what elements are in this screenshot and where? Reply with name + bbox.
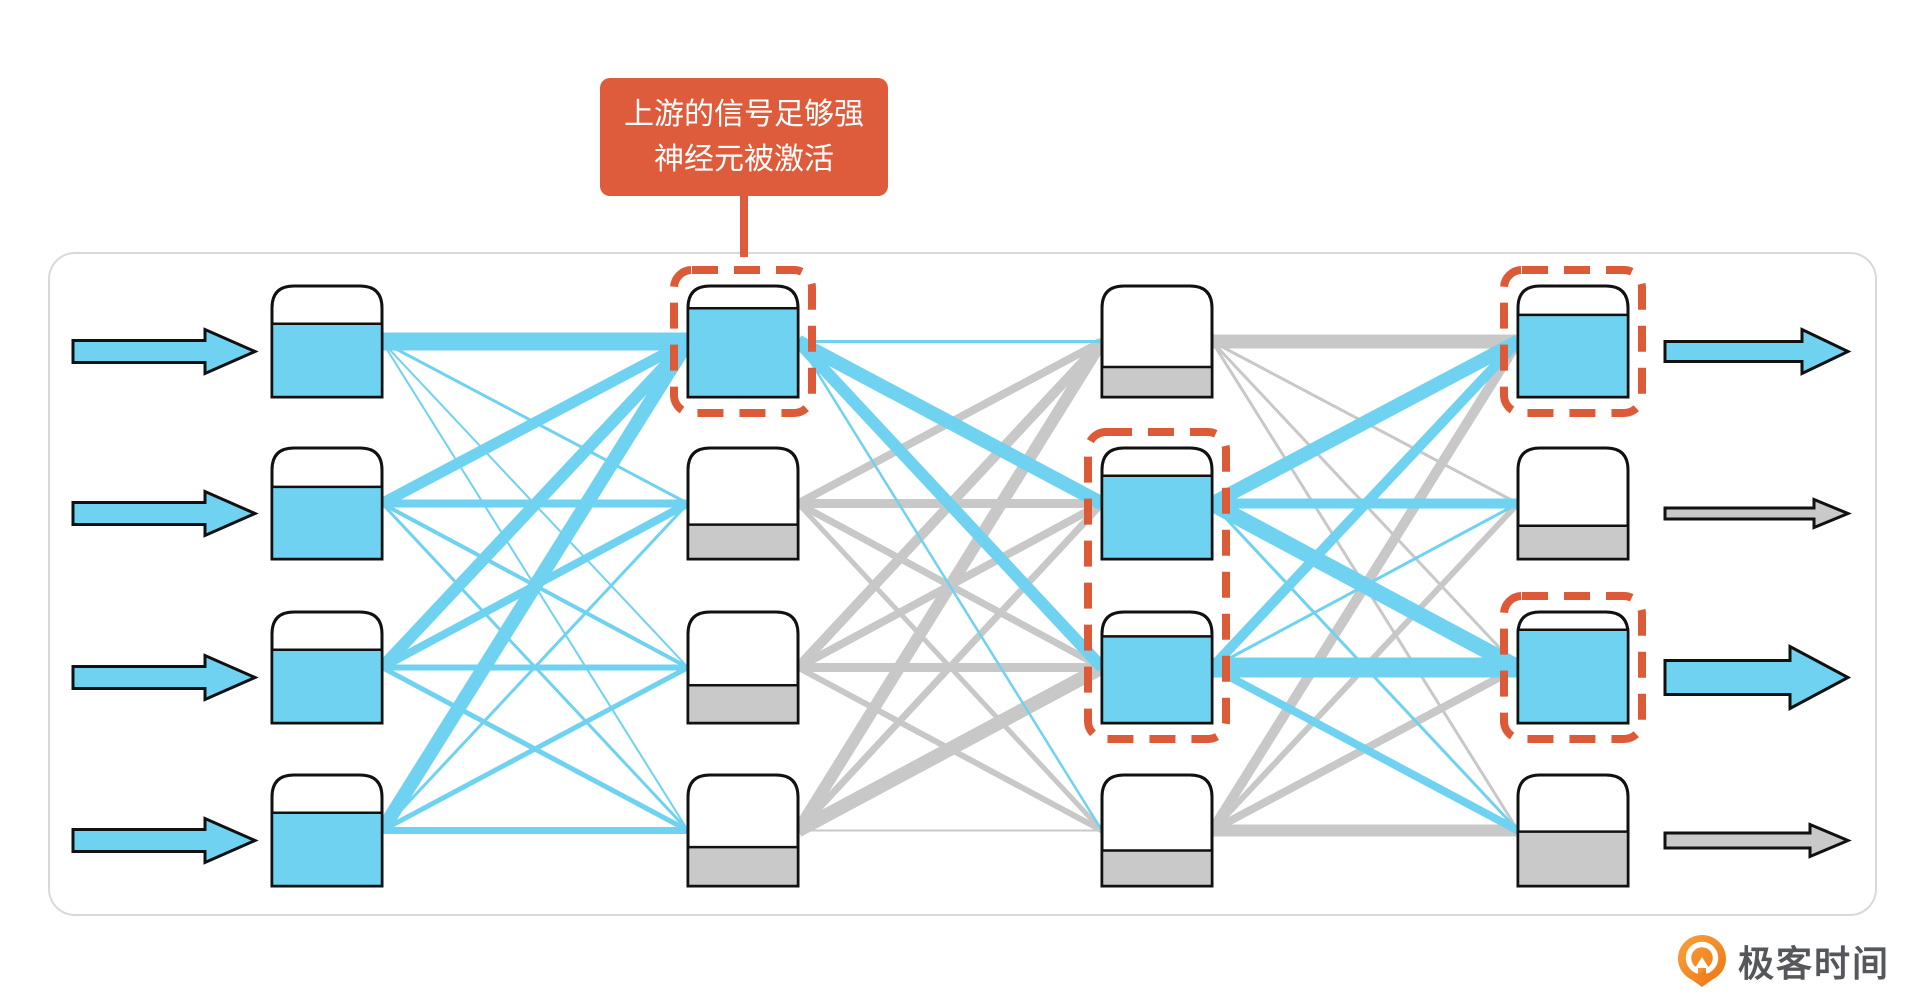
- neuron-hidden-layer-2-2: [1100, 446, 1214, 561]
- edge-l0n0-l1n3: [381, 340, 689, 832]
- activation-level-high: [1100, 474, 1214, 561]
- activation-level-high: [270, 648, 384, 725]
- edge-l1n0-l2n2: [793, 337, 1107, 672]
- output-arrow-3: [1663, 643, 1852, 712]
- edge-l1n0-l2n1: [794, 335, 1106, 510]
- neuron-hidden-layer-2-4: [1100, 773, 1214, 888]
- neuron-hidden-layer-1-3: [686, 610, 800, 725]
- highlight-box-hidden-layer-1: [670, 266, 816, 417]
- activation-level-low: [1100, 849, 1214, 888]
- edge-l1n3-l2n1: [795, 501, 1105, 833]
- neuron-hidden-layer-1-2: [686, 446, 800, 561]
- activation-level-high: [270, 485, 384, 561]
- neuron-hidden-layer-1-4: [686, 773, 800, 888]
- neuron-input-layer-1: [270, 284, 384, 399]
- activation-level-low: [1100, 365, 1214, 399]
- geektime-logo: 极客时间: [1676, 933, 1890, 989]
- activation-level-low: [1516, 524, 1630, 561]
- edge-l0n2-l1n3: [380, 665, 690, 833]
- input-arrow-3: [71, 653, 259, 702]
- edge-l2n2-l3n1: [1211, 502, 1519, 669]
- output-arrow-1: [1663, 327, 1852, 376]
- callout-line-1: 上游的信号足够强: [624, 98, 864, 131]
- edge-l1n3-l2n2: [794, 661, 1106, 837]
- callout-line-2: 神经元被激活: [654, 143, 834, 176]
- neuron-hidden-layer-1-1: [686, 284, 800, 399]
- edge-l2n1-l3n0: [1208, 335, 1522, 510]
- neuron-hidden-layer-2-3: [1100, 610, 1214, 725]
- annotation-callout: 上游的信号足够强 神经元被激活: [600, 78, 888, 196]
- activation-level-low: [686, 845, 800, 888]
- input-arrow-1: [71, 327, 259, 376]
- activation-level-low: [686, 684, 800, 725]
- input-arrow-2: [71, 489, 259, 538]
- edge-l2n2-l3n0: [1208, 338, 1522, 671]
- highlight-box-output-layer: [1500, 592, 1646, 743]
- neuron-input-layer-4: [270, 773, 384, 888]
- logo-text: 极客时间: [1737, 943, 1890, 984]
- callout-pointer: [740, 196, 748, 257]
- input-arrow-4: [71, 816, 259, 865]
- neuron-output-layer-1: [1516, 284, 1630, 399]
- activation-level-low: [1516, 830, 1630, 888]
- activation-level-high: [1516, 313, 1630, 399]
- activation-level-high: [270, 811, 384, 888]
- neuron-input-layer-3: [270, 610, 384, 725]
- edge-l2n2-l3n3: [1210, 663, 1520, 835]
- activation-level-high: [1516, 628, 1630, 725]
- neuron-hidden-layer-2-1: [1100, 284, 1214, 399]
- edge-l0n0-l1n1: [381, 340, 689, 505]
- output-arrow-2: [1663, 497, 1852, 530]
- edge-l0n1-l1n3: [380, 502, 690, 832]
- diagram-frame: [48, 252, 1877, 916]
- activation-level-low: [686, 523, 800, 561]
- neuron-input-layer-2: [270, 446, 384, 561]
- activation-level-high: [686, 306, 800, 399]
- activation-level-high: [1100, 635, 1214, 725]
- highlight-box-output-layer: [1500, 266, 1646, 417]
- output-arrow-4: [1663, 822, 1852, 859]
- neuron-output-layer-4: [1516, 773, 1630, 888]
- edge-l1n0-l2n3: [796, 340, 1104, 832]
- geektime-icon: [1677, 935, 1726, 987]
- neuron-output-layer-2: [1516, 446, 1630, 561]
- edge-l0n0-l1n2: [381, 340, 689, 669]
- activation-level-high: [270, 322, 384, 399]
- edges-active: [376, 332, 1522, 835]
- neuron-output-layer-3: [1516, 610, 1630, 725]
- highlight-box-hidden-layer-2: [1084, 428, 1230, 743]
